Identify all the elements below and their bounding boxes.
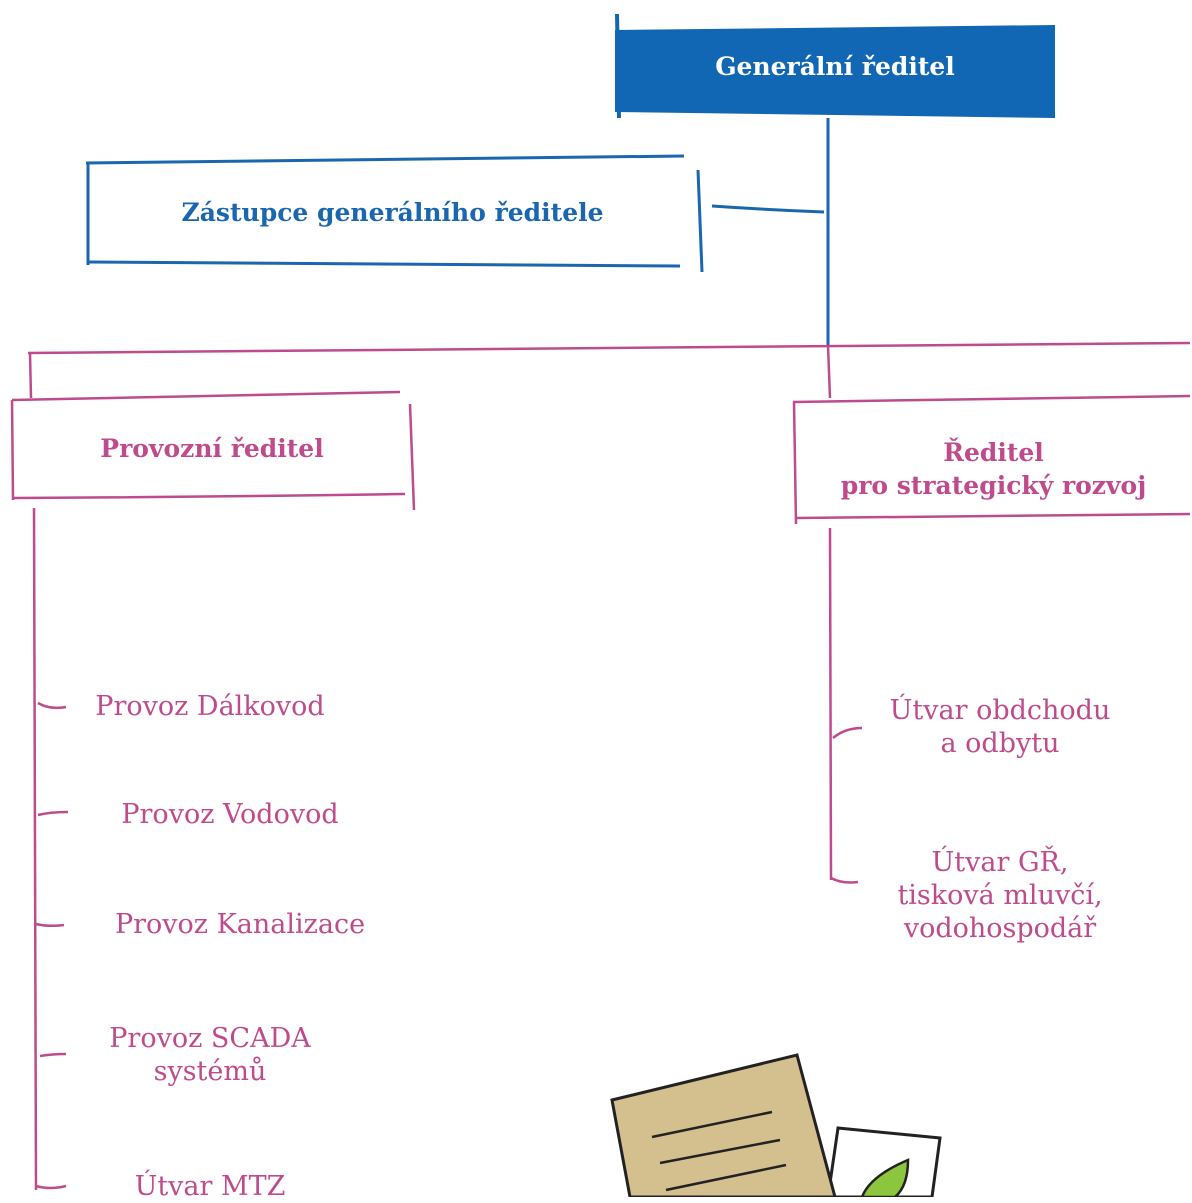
deputy-connector — [711, 204, 825, 214]
unit-utvar-gr[interactable]: Útvar GŘ, tisková mluvčí, vodohospodář — [860, 846, 1140, 945]
unit-utvar-gr-line3: vodohospodář — [903, 913, 1097, 944]
leaf-icon — [860, 1158, 910, 1197]
unit-provoz-scada-line2: systémů — [153, 1056, 267, 1087]
ceo-box[interactable] — [615, 25, 1055, 118]
ceo-title: Generální ředitel — [715, 52, 955, 81]
unit-provoz-scada-line1: Provoz SCADA — [109, 1023, 311, 1054]
unit-provoz-dalkovod[interactable]: Provoz Dálkovod — [95, 691, 325, 722]
unit-provoz-kanalizace[interactable]: Provoz Kanalizace — [114, 909, 366, 940]
unit-utvar-obchodu-line2: a odbytu — [940, 728, 1060, 759]
strategy-title-line1: Ředitel — [943, 438, 1044, 467]
strategy-title: Ředitel pro strategický rozvoj — [795, 436, 1192, 502]
unit-utvar-mtz[interactable]: Útvar MTZ — [134, 1171, 286, 1202]
unit-utvar-obchodu[interactable]: Útvar obdchodu a odbytu — [860, 694, 1140, 760]
documents-illustration — [610, 1053, 942, 1197]
unit-utvar-gr-line1: Útvar GŘ, — [931, 847, 1069, 878]
unit-provoz-scada[interactable]: Provoz SCADA systémů — [60, 1022, 360, 1088]
strategy-title-line2: pro strategický rozvoj — [840, 471, 1147, 500]
deputy-box[interactable] — [85, 154, 704, 273]
operations-title: Provozní ředitel — [100, 434, 324, 463]
level-bus — [27, 341, 1191, 399]
operations-box[interactable] — [10, 390, 416, 511]
unit-utvar-obchodu-line1: Útvar obdchodu — [889, 695, 1111, 726]
unit-provoz-vodovod[interactable]: Provoz Vodovod — [121, 799, 339, 830]
strategy-box[interactable] — [792, 394, 1191, 525]
deputy-title: Zástupce generálního ředitele — [181, 198, 604, 227]
back-sheet — [826, 1126, 942, 1197]
unit-utvar-gr-line2: tisková mluvčí, — [897, 880, 1103, 911]
front-sheet — [610, 1053, 837, 1197]
strategy-branch — [828, 527, 863, 884]
operations-branch — [32, 507, 69, 1191]
